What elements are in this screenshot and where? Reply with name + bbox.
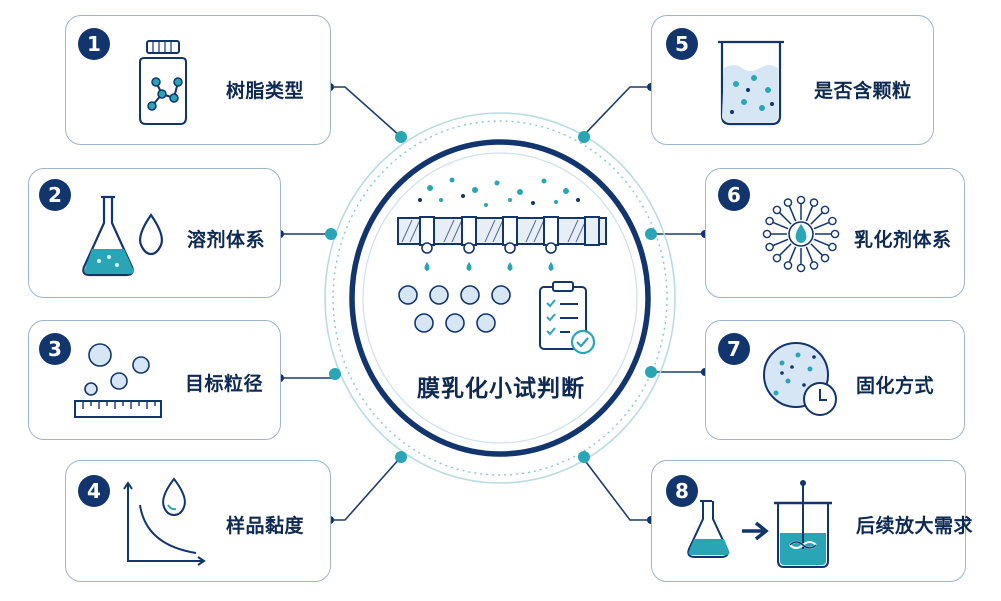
particles-ruler-icon	[74, 343, 162, 418]
factor-label-3: 目标粒径	[185, 373, 264, 395]
factor-card-3: 3 目标粒径	[28, 320, 281, 440]
factor-label-7: 固化方式	[856, 375, 935, 397]
factor-card-2: 2 溶剂体系	[28, 168, 281, 298]
factor-number-1: 1	[78, 28, 110, 60]
factor-card-4: 4 样品黏度	[65, 460, 331, 582]
connector-4	[330, 457, 401, 521]
factor-label-4: 样品黏度	[226, 515, 305, 537]
factor-label-5: 是否含颗粒	[814, 80, 912, 102]
connector-8	[582, 457, 651, 521]
factor-label-2: 溶剂体系	[187, 229, 266, 251]
viscosity-curve-icon	[123, 477, 206, 566]
factor-number-6: 6	[718, 179, 750, 211]
surfactant-micelle-icon	[762, 195, 840, 273]
factor-card-8: 8 后续放大需求	[651, 460, 973, 582]
resin-bottle-molecule-icon	[139, 40, 187, 125]
connector-1	[330, 86, 401, 137]
flask-to-reactor-icon	[687, 480, 832, 568]
outer-ring-dots	[332, 120, 668, 476]
inner-ring	[362, 152, 638, 444]
factor-card-5: 5 是否含颗粒	[651, 15, 934, 145]
factor-number-7: 7	[718, 333, 750, 365]
factor-card-1: 1 树脂类型	[65, 15, 331, 145]
factor-label-1: 树脂类型	[226, 80, 305, 102]
flask-droplet-icon	[82, 195, 163, 277]
beaker-particles-icon	[718, 40, 784, 126]
factor-card-7: 7 固化方式	[705, 320, 965, 440]
factor-label-6: 乳化剂体系	[854, 229, 952, 251]
membrane-emulsification-icon	[397, 177, 607, 355]
factor-number-3: 3	[39, 333, 71, 365]
factor-number-4: 4	[78, 475, 110, 507]
factor-number-2: 2	[39, 179, 71, 211]
factor-card-6: 6 乳化剂体系	[705, 168, 965, 298]
center-title: 膜乳化小试判断	[417, 376, 585, 402]
microsphere-clock-icon	[763, 342, 837, 416]
factor-number-5: 5	[666, 28, 698, 60]
factor-number-8: 8	[666, 475, 698, 507]
factor-label-8: 后续放大需求	[856, 515, 974, 537]
connector-5	[582, 86, 651, 137]
outer-ring-thin	[324, 112, 676, 484]
